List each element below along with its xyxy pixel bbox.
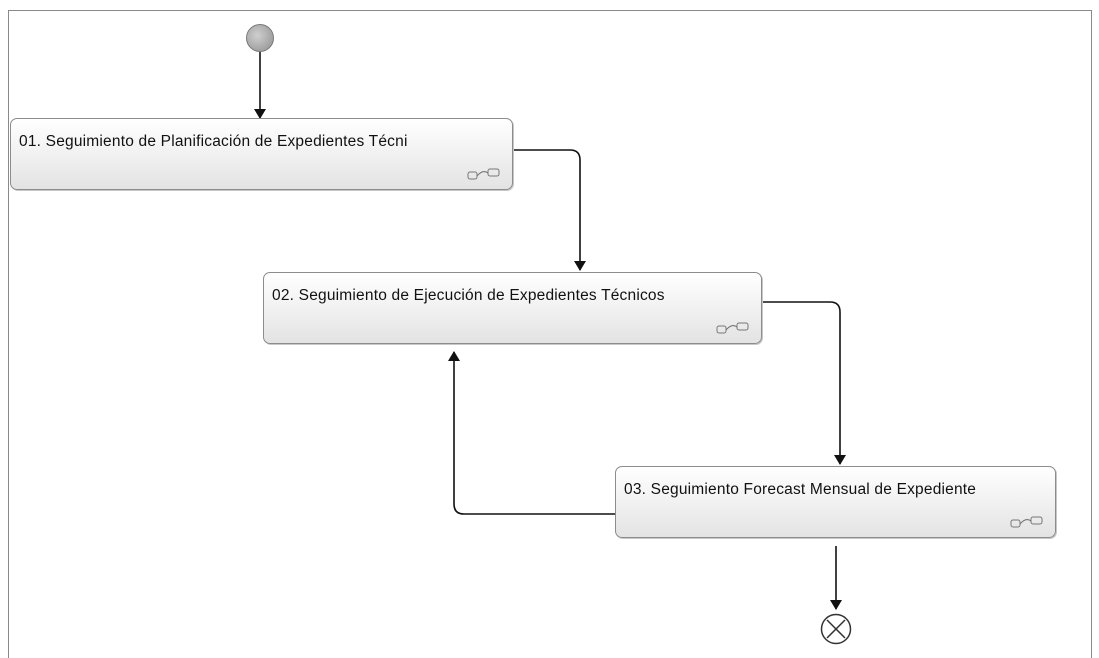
flow-task3-to-task2[interactable] xyxy=(448,351,615,515)
subprocess-link-icon xyxy=(467,168,500,180)
flow-task1-to-task2[interactable] xyxy=(512,149,586,271)
flow-task2-to-task3[interactable] xyxy=(761,301,846,465)
task-01[interactable]: 01. Seguimiento de Planificación de Expe… xyxy=(10,118,513,190)
terminate-end-event-icon[interactable] xyxy=(820,613,852,645)
task-03[interactable]: 03. Seguimiento Forecast Mensual de Expe… xyxy=(615,466,1056,538)
subprocess-link-icon xyxy=(1010,516,1043,528)
task-02[interactable]: 02. Seguimiento de Ejecución de Expedien… xyxy=(263,272,762,344)
task-01-label: 01. Seguimiento de Planificación de Expe… xyxy=(19,133,408,150)
start-event[interactable] xyxy=(246,24,274,52)
diagram-canvas xyxy=(8,10,1092,658)
subprocess-link-icon xyxy=(716,322,749,334)
task-02-label: 02. Seguimiento de Ejecución de Expedien… xyxy=(272,287,665,304)
task-03-label: 03. Seguimiento Forecast Mensual de Expe… xyxy=(624,481,977,498)
